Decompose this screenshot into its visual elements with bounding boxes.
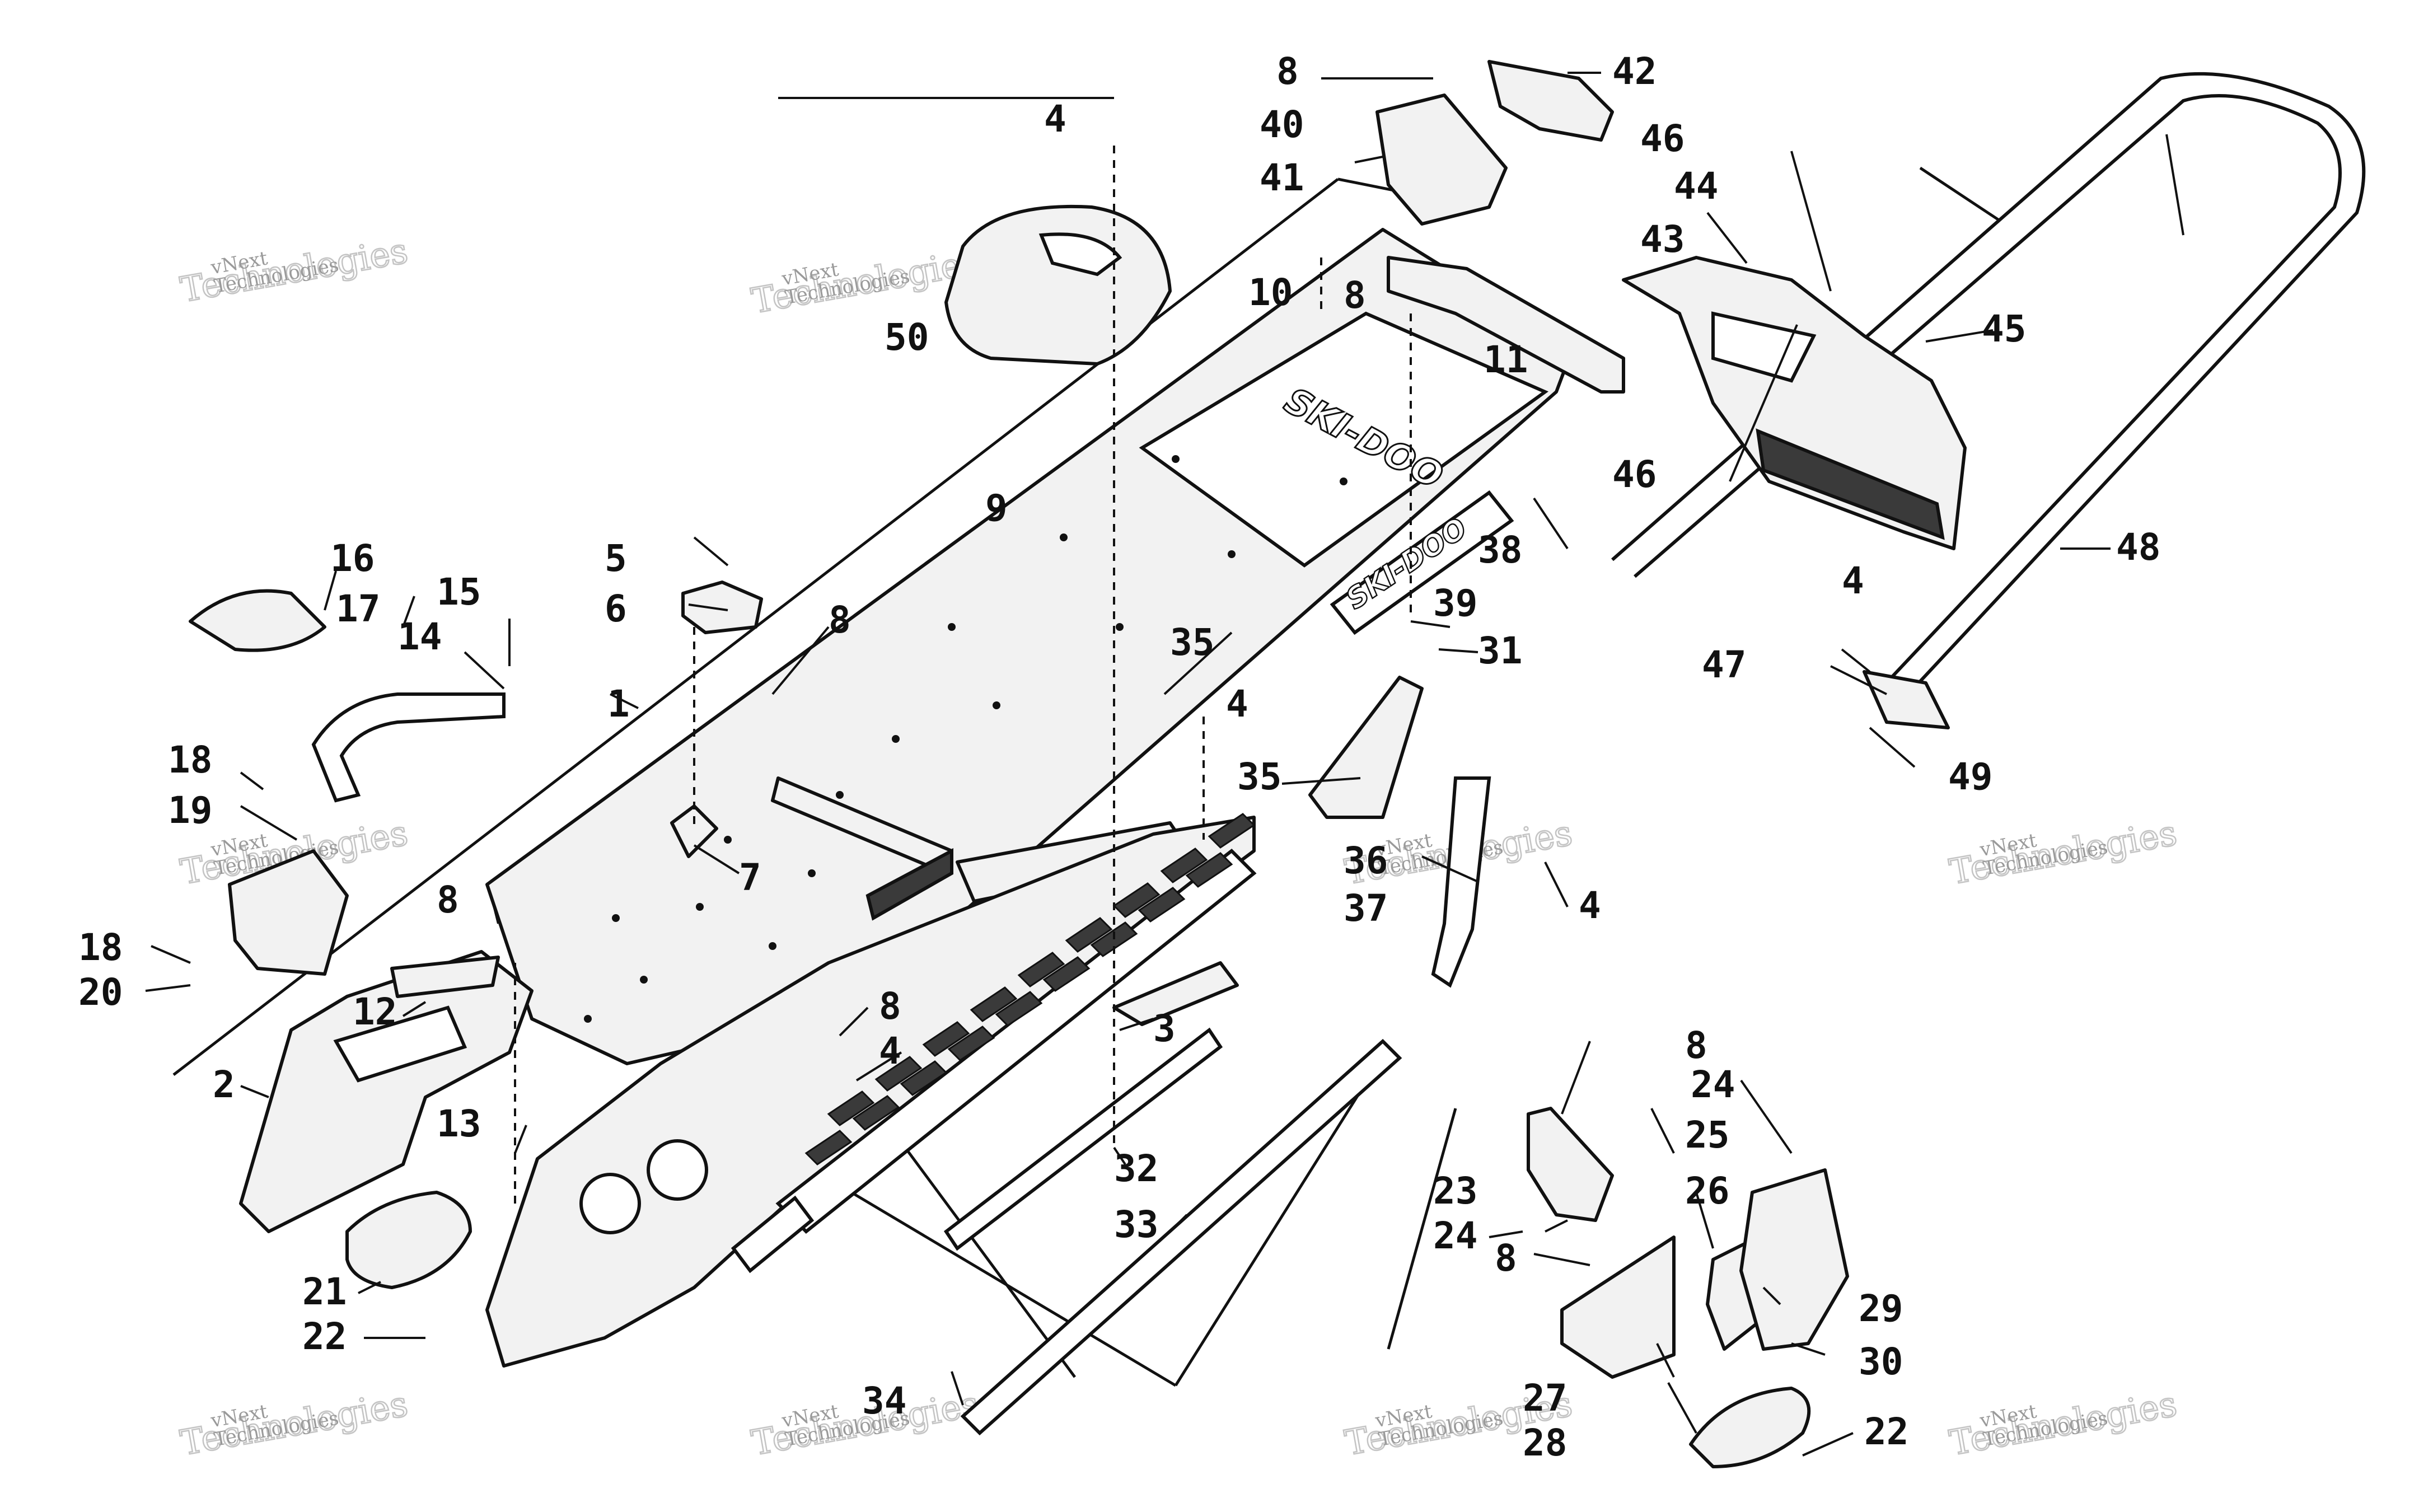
callout-20: 20 xyxy=(78,971,123,1014)
callout-5: 5 xyxy=(605,537,627,580)
callout-8: 8 xyxy=(829,598,851,642)
callout-34: 34 xyxy=(862,1379,906,1422)
callout-22: 22 xyxy=(302,1315,347,1358)
callout-35: 35 xyxy=(1170,621,1214,664)
callout-1: 1 xyxy=(607,682,630,725)
callout-6: 6 xyxy=(605,587,627,630)
vent-slot xyxy=(1138,887,1186,923)
callout-44: 44 xyxy=(1674,165,1718,208)
vent-slot xyxy=(1208,813,1256,849)
vent-slot xyxy=(1065,917,1113,953)
callout-8: 8 xyxy=(1495,1237,1517,1280)
running-board xyxy=(485,813,1257,1368)
callout-47: 47 xyxy=(1702,643,1746,686)
tunnel-holes xyxy=(584,455,1347,1023)
callout-14: 14 xyxy=(397,615,442,658)
callout-10: 10 xyxy=(1248,271,1293,314)
callout-16: 16 xyxy=(330,537,375,580)
callout-8: 8 xyxy=(1685,1024,1707,1067)
callout-37: 37 xyxy=(1344,887,1388,930)
callout-38: 38 xyxy=(1478,528,1522,572)
callout-15: 15 xyxy=(437,570,481,614)
callout-21: 21 xyxy=(302,1270,347,1313)
callout-8: 8 xyxy=(879,985,901,1028)
callout-26: 26 xyxy=(1685,1169,1729,1213)
callout-4: 4 xyxy=(1044,97,1066,141)
callout-25: 25 xyxy=(1685,1113,1729,1157)
callout-49: 49 xyxy=(1948,755,1992,798)
callout-12: 12 xyxy=(353,990,397,1033)
leader-lines xyxy=(145,72,2184,1457)
callout-33: 33 xyxy=(1114,1203,1158,1246)
callout-4: 4 xyxy=(1579,884,1601,927)
callout-23: 23 xyxy=(1433,1169,1477,1213)
callout-18: 18 xyxy=(78,926,123,969)
callout-48: 48 xyxy=(2116,526,2160,569)
callout-18: 18 xyxy=(168,738,212,781)
callout-39: 39 xyxy=(1433,582,1477,625)
callout-3: 3 xyxy=(1153,1007,1176,1050)
callout-31: 31 xyxy=(1478,629,1522,672)
vent-slot xyxy=(1160,848,1208,883)
callout-45: 45 xyxy=(1982,307,2026,350)
vent-slot xyxy=(874,1056,923,1092)
callout-41: 41 xyxy=(1260,156,1304,199)
callout-36: 36 xyxy=(1344,839,1388,882)
vent-slot xyxy=(827,1090,875,1126)
callout-50: 50 xyxy=(885,316,929,359)
callout-46: 46 xyxy=(1612,453,1657,496)
vent-slot xyxy=(1017,952,1065,987)
front-bulkhead xyxy=(239,950,534,1233)
callout-32: 32 xyxy=(1114,1147,1158,1190)
vent-slot xyxy=(922,1021,970,1057)
callout-22: 22 xyxy=(1864,1410,1908,1453)
rear-bumper xyxy=(1611,72,2366,729)
callout-8: 8 xyxy=(1344,274,1366,317)
vent-slot xyxy=(1185,852,1233,888)
callout-19: 19 xyxy=(168,789,212,832)
vent-slot xyxy=(804,1130,853,1165)
callout-30: 30 xyxy=(1859,1340,1903,1383)
callout-42: 42 xyxy=(1612,50,1657,93)
vent-slot xyxy=(900,1060,948,1096)
callout-9: 9 xyxy=(985,486,1008,530)
callout-35: 35 xyxy=(1237,755,1281,798)
small-parts xyxy=(189,60,1849,1468)
vent-slot xyxy=(852,1095,900,1131)
rear-snowflap xyxy=(1622,256,1967,550)
callout-27: 27 xyxy=(1523,1377,1567,1420)
callout-29: 29 xyxy=(1859,1287,1903,1330)
vent-slot xyxy=(1042,956,1091,992)
callout-4: 4 xyxy=(879,1029,901,1073)
vent-slot xyxy=(970,986,1018,1022)
callout-43: 43 xyxy=(1640,218,1685,261)
callout-4: 4 xyxy=(1842,559,1864,602)
callout-2: 2 xyxy=(213,1063,235,1106)
callout-24: 24 xyxy=(1691,1063,1735,1106)
callout-17: 17 xyxy=(336,587,380,630)
vent-slot xyxy=(995,991,1043,1027)
callout-11: 11 xyxy=(1484,338,1528,381)
callout-8: 8 xyxy=(1276,50,1299,93)
callout-40: 40 xyxy=(1260,103,1304,146)
vent-slot xyxy=(1112,882,1161,918)
callout-7: 7 xyxy=(739,856,761,899)
callout-4: 4 xyxy=(1226,682,1248,725)
callout-labels: 1 2 3 4 4 4 4 4 5 6 7 8 8 8 8 8 8 8 9 10… xyxy=(78,50,2160,1464)
callout-24: 24 xyxy=(1433,1214,1477,1257)
vent-slot xyxy=(947,1026,995,1061)
callout-28: 28 xyxy=(1523,1421,1567,1464)
callout-8: 8 xyxy=(437,878,459,921)
callout-46: 46 xyxy=(1640,117,1685,160)
callout-13: 13 xyxy=(437,1102,481,1145)
